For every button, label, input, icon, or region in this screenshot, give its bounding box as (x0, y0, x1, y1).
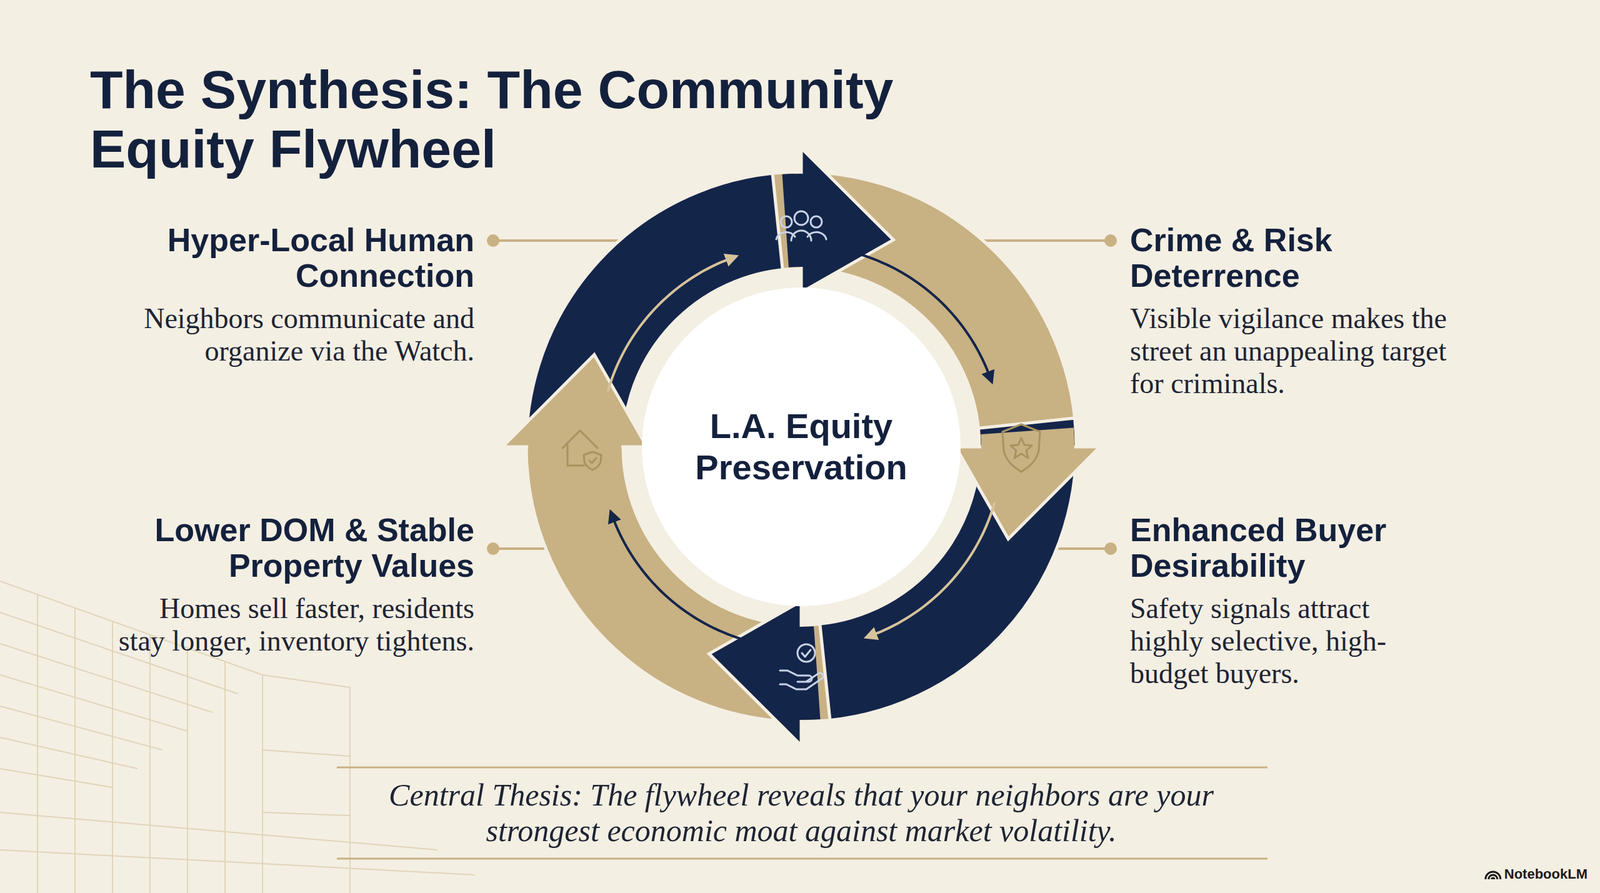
center-circle: L.A. Equity Preservation (641, 287, 961, 607)
caption: Central Thesis: The flywheel reveals tha… (338, 777, 1264, 849)
stage-heading: Enhanced Buyer Desirability (1130, 512, 1418, 584)
stage-icon (780, 644, 824, 690)
flywheel-ring (502, 148, 1100, 746)
stage-description: Visible vigilance makes the street an un… (1130, 302, 1480, 400)
stage-heading: Crime & Risk Deterrence (1130, 222, 1418, 294)
center-label: L.A. Equity Preservation (682, 405, 920, 489)
stage-heading: Hyper-Local Human Connection (161, 222, 475, 294)
ring-arrowhead (801, 148, 894, 293)
stage-icon (1002, 424, 1040, 472)
ring-seam (528, 440, 622, 467)
watermark: NotebookLM (1504, 866, 1588, 883)
stage-description: Safety signals attract highly selective,… (1130, 592, 1399, 690)
title: The Synthesis: The Community Equity Flyw… (90, 60, 997, 179)
ring-arrowhead (955, 446, 1100, 539)
stage-icon (776, 211, 827, 241)
watermark-logo (1485, 871, 1501, 880)
ring-arrowhead (502, 355, 647, 447)
stage-description: Neighbors communicate and organize via t… (133, 302, 475, 368)
caption-rules (336, 767, 1268, 859)
ring-arrowhead (709, 601, 802, 746)
stage-icon (562, 430, 602, 470)
ring-seam (782, 173, 809, 268)
stage-heading: Lower DOM & Stable Property Values (124, 512, 475, 584)
ring-seam (794, 626, 821, 720)
building-sketch (0, 581, 475, 893)
stage-description: Homes sell faster, residents stay longer… (111, 592, 475, 658)
